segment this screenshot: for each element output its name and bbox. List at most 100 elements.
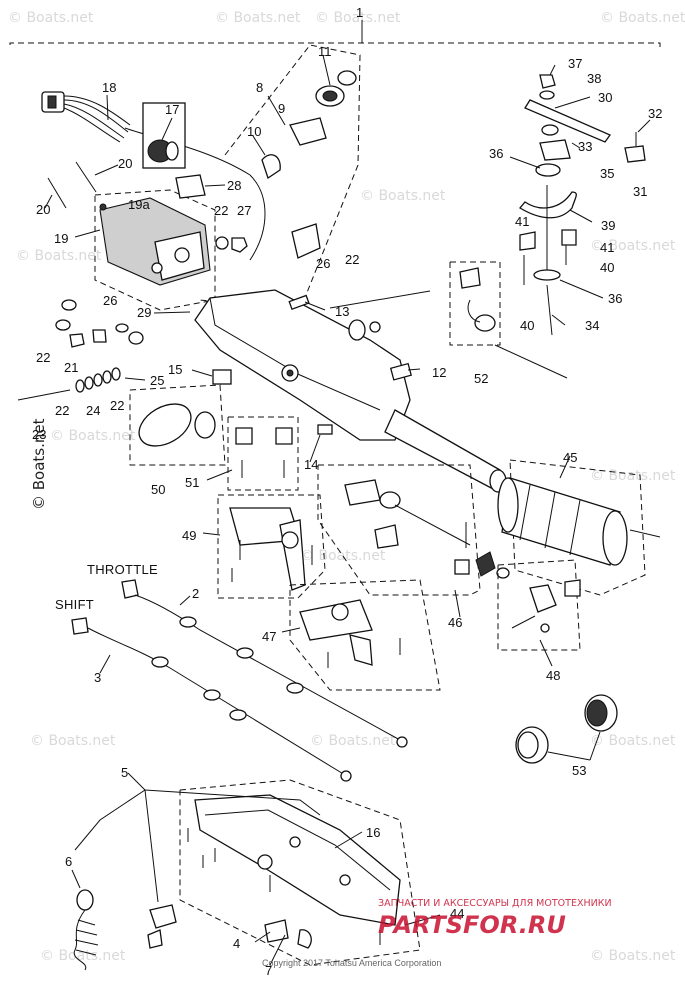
callout-22: 22 — [214, 203, 228, 218]
throttle-label: THROTTLE — [87, 562, 158, 577]
callout-39: 39 — [601, 218, 615, 233]
callout-33: 33 — [578, 139, 592, 154]
throttle-mech-outline — [217, 494, 326, 599]
callout-4: 4 — [233, 936, 240, 951]
callout-35: 35 — [600, 166, 614, 181]
mount-bracket — [99, 197, 211, 286]
callout-6: 6 — [65, 854, 72, 869]
coil-part — [147, 139, 179, 163]
linkage-outline — [289, 579, 441, 691]
washer — [215, 236, 229, 250]
shift-mechanism — [344, 479, 510, 579]
callout-26: 26 — [316, 256, 330, 271]
callout-labels: 1 2 3 4 5 6 7 8 9 10 11 12 13 14 15 16 1… — [32, 5, 662, 978]
callout-34: 34 — [585, 318, 599, 333]
callout-3: 3 — [94, 670, 101, 685]
watermark-text: © Boats.net — [8, 10, 94, 26]
switch-parts — [261, 70, 357, 259]
assembly-bracket — [9, 42, 661, 50]
callout-22: 22 — [36, 350, 50, 365]
callout-30: 30 — [598, 90, 612, 105]
callout-22: 22 — [55, 403, 69, 418]
callout-24: 24 — [86, 403, 100, 418]
callout-22: 22 — [345, 252, 359, 267]
callout-26: 26 — [103, 293, 117, 308]
callout-46: 46 — [448, 615, 462, 630]
watermark-text: © Boats.net — [40, 948, 126, 964]
watermark-text: © Boats.net — [310, 733, 396, 749]
watermark-text: © Boats.net — [590, 733, 676, 749]
watermark-text: © Boats.net — [215, 10, 301, 26]
nut — [231, 237, 248, 253]
shift-mech-outline — [317, 464, 481, 596]
callout-23: 23 — [32, 427, 46, 442]
knob-group-outline — [129, 384, 226, 466]
callout-2: 2 — [192, 586, 199, 601]
callout-10: 10 — [247, 124, 261, 139]
callout-20: 20 — [118, 156, 132, 171]
cap-part — [264, 919, 289, 943]
callout-37: 37 — [568, 56, 582, 71]
lower-housing — [187, 794, 401, 945]
callout-12: 12 — [432, 365, 446, 380]
shift-label: SHIFT — [55, 597, 94, 612]
callout-52: 52 — [474, 371, 488, 386]
callout-9: 9 — [278, 101, 285, 116]
switch-part — [297, 929, 312, 949]
callout-38: 38 — [587, 71, 601, 86]
callout-25: 25 — [150, 373, 164, 388]
callout-45: 45 — [563, 450, 577, 465]
callout-53: 53 — [572, 763, 586, 778]
callout-36: 36 — [608, 291, 622, 306]
watermark-vertical: © Boats.net — [30, 418, 48, 510]
callout-41: 41 — [600, 240, 614, 255]
switch-group-outline — [199, 44, 361, 311]
callout-51: 51 — [185, 475, 199, 490]
callout-29: 29 — [137, 305, 151, 320]
watermark-text: © Boats.net — [360, 188, 446, 204]
watermark-text: © Boats.net — [300, 548, 386, 564]
callout-13: 13 — [335, 304, 349, 319]
housing-outline — [179, 779, 421, 966]
callout-49: 49 — [182, 528, 196, 543]
tiller-handle — [194, 289, 507, 493]
callout-19a: 19a — [128, 197, 150, 212]
copyright-text: Copyright 2017 Tohatsu America Corporati… — [262, 958, 441, 968]
callout-40: 40 — [600, 260, 614, 275]
callout-21: 21 — [64, 360, 78, 375]
leader-lines — [44, 54, 651, 966]
callout-44: 44 — [450, 906, 464, 921]
callout-14: 14 — [304, 457, 318, 472]
watermark-text: © Boats.net — [590, 238, 676, 254]
bracket-48-parts — [511, 579, 581, 633]
callout-15: 15 — [168, 362, 182, 377]
throttle-mechanism — [229, 507, 313, 591]
callout-11: 11 — [318, 44, 332, 59]
callout-32: 32 — [648, 106, 662, 121]
callout-16: 16 — [366, 825, 380, 840]
knob-caps — [515, 694, 618, 764]
shop-watermark: ЗАПЧАСТИ И АКСЕССУАРЫ ДЛЯ МОТОТЕХНИКИ — [378, 898, 612, 909]
callout-1: 1 — [356, 5, 363, 20]
callout-27: 27 — [237, 203, 251, 218]
callout-7: 7 — [265, 963, 272, 978]
clip-part — [175, 174, 206, 199]
friction-assembly — [519, 74, 646, 336]
callout-41: 41 — [515, 214, 529, 229]
callout-47: 47 — [262, 629, 276, 644]
linkage-parts — [299, 599, 401, 668]
cables — [71, 579, 408, 782]
grip-group-outline — [509, 459, 646, 596]
callout-8: 8 — [256, 80, 263, 95]
watermark-text: © Boats.net — [50, 428, 136, 444]
label-plate — [212, 369, 232, 385]
watermark-text: © Boats.net — [16, 248, 102, 264]
stop-switch-outline — [449, 261, 501, 346]
bracket-48-outline — [497, 559, 581, 651]
throttle-grip — [497, 477, 661, 566]
friction-knob — [138, 403, 216, 447]
watermark-text: © Boats.net — [30, 733, 116, 749]
watermark-text: © Boats.net — [590, 948, 676, 964]
callout-19: 19 — [54, 231, 68, 246]
